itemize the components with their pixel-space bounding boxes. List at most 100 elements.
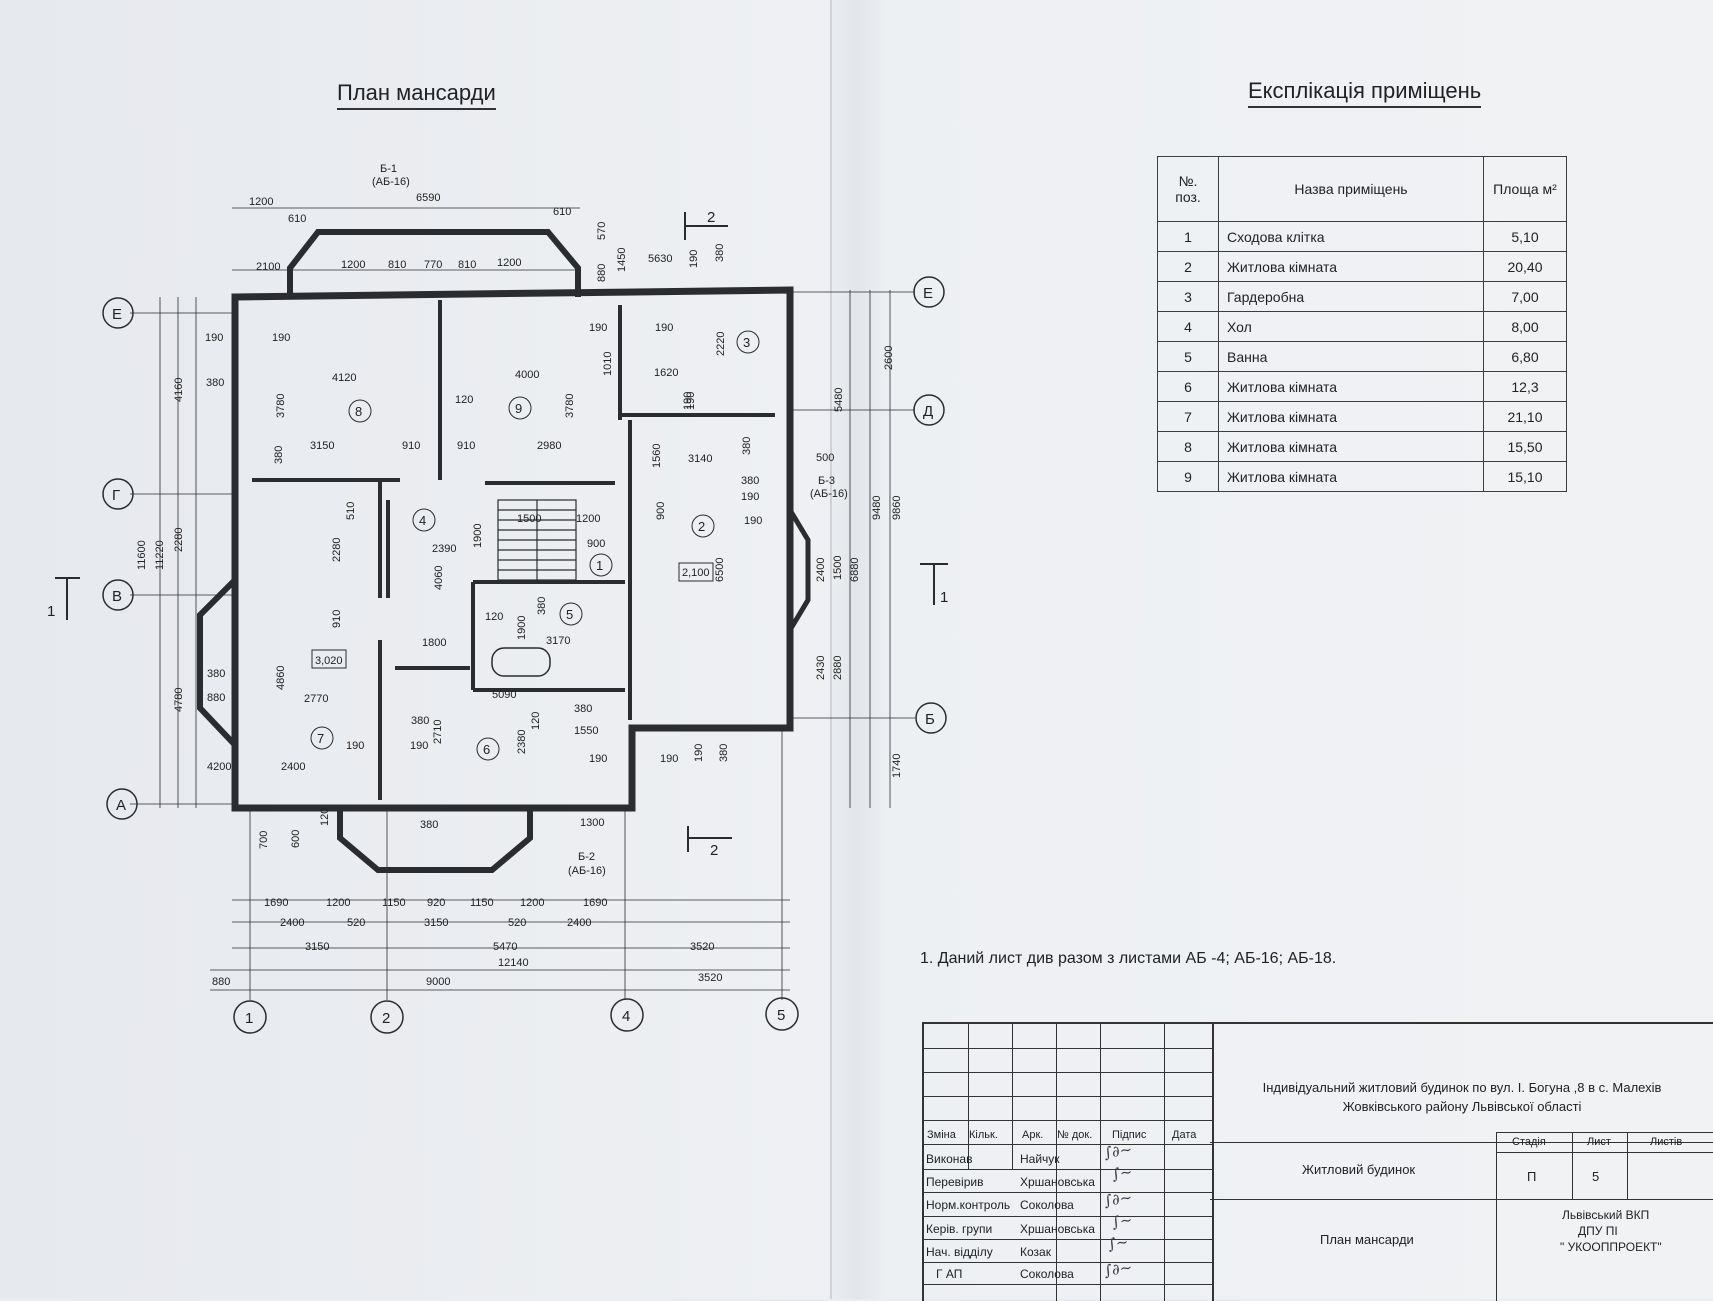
- room-number: 3: [743, 335, 750, 350]
- tb-header: Кільк.: [969, 1129, 998, 1141]
- room-num: 7: [1157, 401, 1219, 432]
- dimension-label: 4060: [433, 566, 445, 590]
- dimension-label: 190: [589, 753, 607, 765]
- sheet-label: Лист: [1587, 1136, 1611, 1148]
- sheets-label: Листів: [1650, 1136, 1683, 1148]
- org-name: ДПУ ПІ: [1578, 1224, 1618, 1238]
- dimension-label: 900: [587, 538, 605, 550]
- dimension-label: 5470: [493, 941, 517, 953]
- project-name: Індивідуальний житловий будинок по вул. …: [1222, 1078, 1702, 1116]
- bay-right: [787, 508, 811, 632]
- dimension-label: 1500: [832, 556, 844, 580]
- bay-label: Б-1: [380, 163, 397, 175]
- building-name: Житловий будинок: [1302, 1162, 1416, 1177]
- room-number: 8: [355, 404, 362, 419]
- axis-label: 1: [245, 1010, 253, 1027]
- dimension-label: 4780: [173, 688, 185, 712]
- signature: ∫~: [1110, 1210, 1134, 1232]
- dimension-label: 2770: [304, 693, 328, 705]
- dimension-label: 1200: [576, 513, 600, 525]
- dimension-label: 1200: [326, 897, 350, 909]
- dimension-label: 120: [455, 394, 473, 406]
- room-area: 12,3: [1483, 371, 1567, 402]
- dimension-label: 380: [206, 377, 224, 389]
- tb-header: Дата: [1172, 1129, 1197, 1141]
- level-mark: 2,100: [682, 567, 710, 579]
- dimension-label: 380: [273, 446, 285, 464]
- dimension-label: 2880: [832, 656, 844, 680]
- room-name: Житлова кімната: [1218, 401, 1484, 432]
- room-num: 3: [1157, 281, 1219, 312]
- dimension-label: 5630: [648, 253, 672, 265]
- project-line: Індивідуальний житловий будинок по вул. …: [1262, 1080, 1662, 1095]
- dimension-label: 190: [410, 740, 428, 752]
- room-area: 6,80: [1483, 341, 1567, 372]
- dimension-label: 1560: [651, 444, 663, 468]
- dimension-label: 6500: [714, 558, 726, 582]
- dimension-label: 380: [718, 744, 730, 762]
- dimension-label: 3780: [275, 394, 287, 418]
- room-area: 5,10: [1483, 221, 1567, 252]
- room-num: 5: [1157, 341, 1219, 372]
- dimension-label: 4160: [173, 378, 185, 402]
- dimension-label: 700: [258, 831, 270, 849]
- dimension-label: 910: [331, 610, 343, 628]
- bay-top: [287, 229, 581, 297]
- signature: ∫~: [1106, 1232, 1130, 1254]
- plan-title: План мансарди: [337, 80, 496, 110]
- axis-label: Г: [112, 487, 120, 504]
- axis-label: 2: [382, 1010, 390, 1027]
- bay-label: (АБ-16): [810, 488, 848, 500]
- dimension-label: 510: [345, 502, 357, 520]
- axis-label: Е: [112, 306, 122, 323]
- dimension-label: 880: [212, 976, 230, 988]
- dimension-label: 1200: [520, 897, 544, 909]
- dimension-label: 1900: [516, 616, 528, 640]
- section-mark: 2: [707, 209, 715, 226]
- sheet-title: План мансарди: [1320, 1232, 1414, 1247]
- axis-label: Е: [923, 285, 933, 302]
- section-mark: 1: [940, 589, 948, 606]
- dimension-label: 1690: [264, 897, 288, 909]
- dimension-label: 520: [508, 917, 526, 929]
- dimension-label: 190: [205, 332, 223, 344]
- dimension-label: 3780: [564, 394, 576, 418]
- tb-header: Підпис: [1112, 1129, 1147, 1141]
- tb-header: Арк.: [1022, 1129, 1044, 1141]
- dimension-label: 1500: [517, 513, 541, 525]
- dimension-label: 1900: [472, 524, 484, 548]
- dimension-label: 190: [744, 515, 762, 527]
- dimension-label: 2710: [432, 720, 444, 744]
- axis-label: А: [116, 797, 126, 814]
- bay-label: (АБ-16): [568, 865, 606, 877]
- dimension-label: 6880: [849, 558, 861, 582]
- tb-person: Соколова: [1020, 1267, 1074, 1281]
- room-name: Хол: [1218, 311, 1484, 342]
- tb-person: Хршановська: [1020, 1175, 1095, 1189]
- dimension-label: 190: [346, 740, 364, 752]
- tb-role: Перевірив: [926, 1175, 984, 1189]
- dimension-label: 190: [589, 322, 607, 334]
- dimension-label: 1620: [654, 367, 678, 379]
- section-mark: 1: [47, 603, 55, 620]
- dimension-label: 570: [596, 222, 608, 240]
- room-number: 2: [698, 519, 705, 534]
- dimension-label: 610: [288, 213, 306, 225]
- axis-label: 4: [622, 1008, 630, 1025]
- dimension-label: 2600: [883, 346, 895, 370]
- room-num: 4: [1157, 311, 1219, 342]
- stage-label: Стадія: [1512, 1136, 1546, 1148]
- dimension-label: 2390: [432, 543, 456, 555]
- room-num: 9: [1157, 461, 1219, 492]
- dimension-label: 3170: [546, 635, 570, 647]
- room-name: Сходова клітка: [1218, 221, 1484, 252]
- tb-role: Г АП: [936, 1267, 963, 1281]
- bathtub: [491, 647, 551, 677]
- dimension-label: 190: [693, 744, 705, 762]
